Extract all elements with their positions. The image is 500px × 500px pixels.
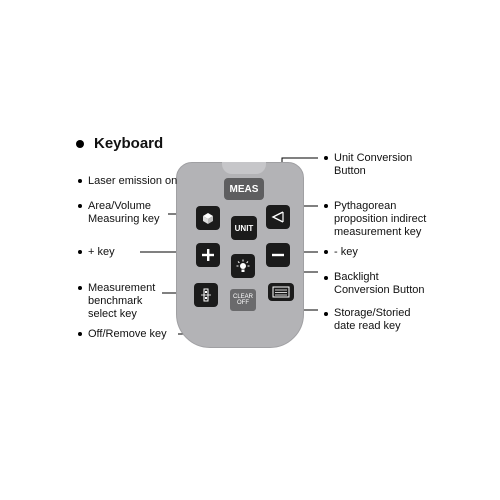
unit-key[interactable]: UNIT <box>231 216 257 240</box>
label-benchmark-line3: select key <box>88 308 137 320</box>
unit-bullet <box>324 156 328 160</box>
laser-bullet <box>78 179 82 183</box>
label-benchmark: Measurement benchmark select key <box>88 282 155 321</box>
minus-key[interactable] <box>266 243 290 267</box>
label-area-line1: Area/Volume <box>88 200 151 212</box>
triangle-angle-icon <box>271 211 284 223</box>
label-unit: Unit Conversion Button <box>334 152 412 178</box>
off-label: OFF <box>237 300 249 306</box>
storage-bullet <box>324 312 328 316</box>
storage-key[interactable] <box>268 283 294 301</box>
plus-key[interactable] <box>196 243 220 267</box>
label-unit-line2: Button <box>334 165 366 177</box>
plus-bullet <box>78 250 82 254</box>
label-off: Off/Remove key <box>88 328 167 340</box>
label-storage-line1: Storage/Storied <box>334 307 411 319</box>
plus-icon <box>202 249 214 261</box>
backlight-key[interactable] <box>231 254 255 278</box>
benchmark-bullet <box>78 286 82 290</box>
keypad-notch <box>222 162 266 174</box>
label-backlight-line1: Backlight <box>334 271 379 283</box>
label-area: Area/Volume Measuring key <box>88 200 160 226</box>
bulb-icon <box>236 259 250 272</box>
benchmark-icon <box>201 288 211 302</box>
label-unit-line1: Unit Conversion <box>334 152 413 164</box>
label-pyth-line3: measurement key <box>334 226 422 238</box>
label-laser: Laser emission on <box>88 175 178 187</box>
cube-icon <box>203 213 213 224</box>
label-storage: Storage/Storied date read key <box>334 307 410 333</box>
label-plus: + key <box>88 246 115 258</box>
label-backlight-line2: Conversion Button <box>334 284 425 296</box>
label-minus: - key <box>334 246 358 258</box>
area-volume-key[interactable] <box>196 206 220 230</box>
clear-off-key[interactable]: CLEAR OFF <box>230 289 256 311</box>
backlight-bullet <box>324 276 328 280</box>
pythagorean-key[interactable] <box>266 205 290 229</box>
label-storage-line2: date read key <box>334 320 401 332</box>
storage-icon <box>272 286 290 298</box>
clear-label: CLEAR <box>232 294 253 300</box>
label-benchmark-line1: Measurement <box>88 282 156 294</box>
page-title: Keyboard <box>94 135 164 152</box>
label-benchmark-line2: benchmark <box>88 295 143 307</box>
area-bullet <box>78 204 82 208</box>
meas-key[interactable]: MEAS <box>224 178 264 200</box>
label-pyth-line1: Pythagorean <box>334 200 397 212</box>
label-pyth: Pythagorean proposition indirect measure… <box>334 200 426 239</box>
minus-bullet <box>324 250 328 254</box>
off-bullet <box>78 332 82 336</box>
title-bullet <box>76 140 84 148</box>
pyth-bullet <box>324 204 328 208</box>
label-area-line2: Measuring key <box>88 213 160 225</box>
minus-icon <box>272 253 284 257</box>
label-backlight: Backlight Conversion Button <box>334 271 425 297</box>
benchmark-key[interactable] <box>194 283 218 307</box>
label-pyth-line2: proposition indirect <box>334 213 427 225</box>
